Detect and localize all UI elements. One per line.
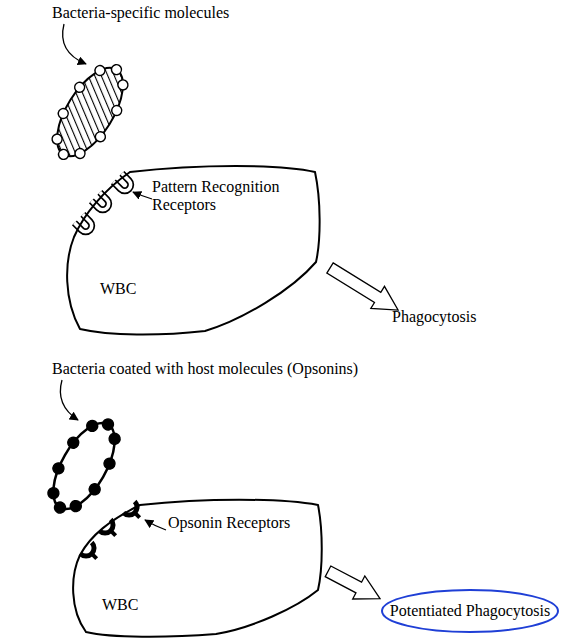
bacterium <box>34 406 133 525</box>
text-label: Bacteria coated with host molecules (Ops… <box>52 360 358 378</box>
surface-molecule <box>57 148 71 162</box>
result-ellipse: Potentiated Phagocytosis <box>380 588 560 634</box>
surface-molecule <box>56 107 70 121</box>
node-label: WBC <box>102 596 138 614</box>
receptor-stem <box>135 513 140 518</box>
surface-molecule <box>85 418 100 433</box>
surface-molecule <box>46 486 61 501</box>
surface-molecule <box>73 147 87 161</box>
bacterium <box>38 51 142 173</box>
text-label: Opsonin Receptors <box>168 514 290 532</box>
surface-molecule <box>116 78 130 92</box>
surface-molecule <box>102 456 117 471</box>
ellipse-outline <box>382 590 558 632</box>
cell-outline <box>73 500 322 637</box>
leader-arrow <box>145 520 166 530</box>
leader-arrow <box>60 380 78 420</box>
pattern-recognition-receptors <box>74 173 133 234</box>
cell-outline <box>67 166 320 335</box>
surface-molecule <box>51 461 66 476</box>
node-label: Potentiated Phagocytosis <box>390 602 550 620</box>
surface-molecule <box>52 500 67 515</box>
node-label: WBC <box>100 280 136 298</box>
receptor-stem <box>111 531 116 536</box>
surface-molecule <box>93 64 107 78</box>
surface-molecule <box>100 417 115 432</box>
surface-molecule <box>68 499 83 514</box>
surface-molecule <box>66 435 81 450</box>
text-label: Pattern Recognition Receptors <box>152 178 302 215</box>
surface-molecule <box>73 80 87 94</box>
surface-molecule <box>110 63 124 77</box>
leader-arrow <box>63 24 86 64</box>
text-label: Phagocytosis <box>392 308 476 326</box>
surface-molecule <box>110 104 124 118</box>
bacterium-body <box>44 57 136 166</box>
surface-molecule <box>50 132 64 146</box>
surface-molecule <box>107 431 122 446</box>
receptor-stem <box>92 554 97 559</box>
receptor-symbol <box>80 542 102 564</box>
surface-molecule <box>87 482 102 497</box>
bacterium-body <box>41 413 127 518</box>
leader-arrow <box>133 192 152 199</box>
text-label: Bacteria-specific molecules <box>52 4 229 22</box>
surface-molecule <box>93 130 107 144</box>
hollow-arrow <box>325 566 380 599</box>
opsonin-receptors <box>80 501 145 564</box>
